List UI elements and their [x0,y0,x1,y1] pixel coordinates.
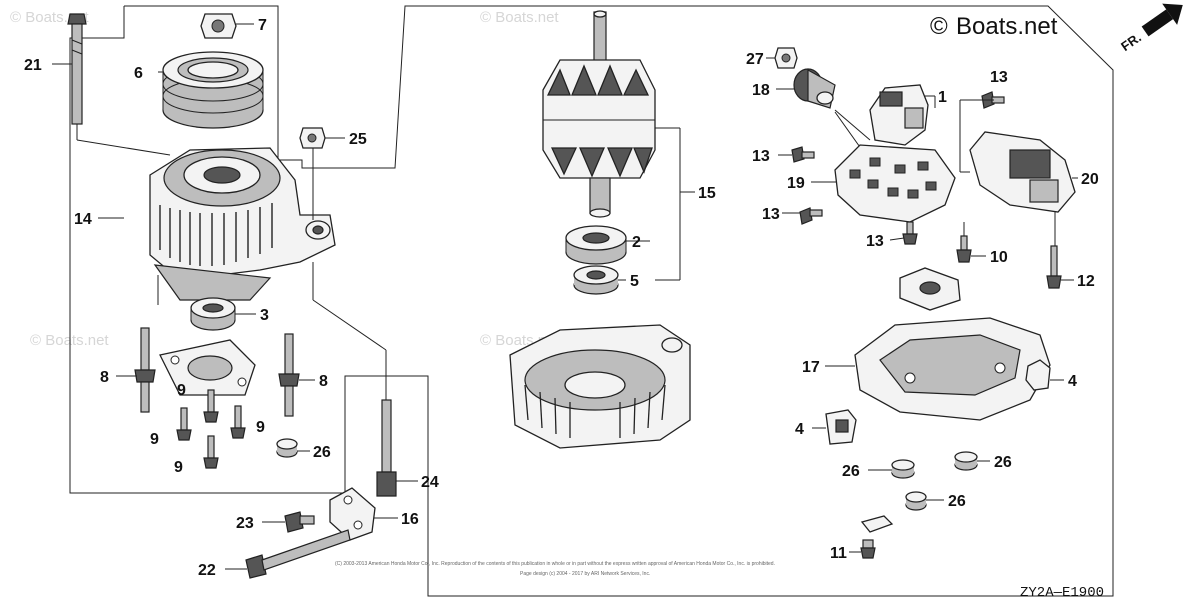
callout-26: 26 [948,493,966,510]
callout-9: 9 [177,382,186,399]
insulator-4-right [1025,359,1051,391]
screws-9 [176,389,246,469]
screw-10 [956,235,972,263]
callout-26: 26 [842,463,860,480]
rear-cover-17 [854,317,1051,421]
callout-9: 9 [150,431,159,448]
regulator-20 [969,131,1076,213]
callout-19: 19 [787,175,805,192]
copyright-line: (C) 2003-2013 American Honda Motor Co., … [335,561,775,567]
callout-9: 9 [174,459,183,476]
rear-housing [509,324,691,449]
rectifier-19 [834,144,956,223]
callout-12: 12 [1077,273,1095,290]
screw-11 [860,539,876,559]
mounting-plate [159,339,256,396]
callout-6: 6 [134,65,143,82]
screw-12 [1046,245,1062,289]
callout-4-right: 4 [1068,373,1077,390]
callout-16: 16 [401,511,419,528]
callout-2: 2 [632,234,641,251]
callout-13: 13 [990,69,1008,86]
nuts-26-right [891,451,978,511]
callout-5: 5 [630,273,639,290]
nut-26-left [276,438,298,458]
front-direction-arrow-icon: FR. [1118,3,1183,54]
callout-4-left: 4 [795,421,804,438]
bearing-3 [190,297,236,331]
terminal-18 [793,68,836,109]
callout-13: 13 [762,206,780,223]
right-assembly [774,47,1076,559]
callout-8-right: 8 [319,373,328,390]
callout-26-left: 26 [313,444,331,461]
callout-numbers: 7 21 6 25 14 3 8 8 9 9 9 9 26 24 16 23 2… [24,17,1099,579]
brush-holder-1 [834,84,929,151]
plate-16 [329,487,376,541]
watermarks: © Boats.net © Boats.net © Boats.net © Bo… [10,9,1009,349]
cover-block [899,267,961,311]
callout-7: 7 [258,17,267,34]
watermark-text: © Boats.net [480,9,559,26]
small-screws-13 [791,91,1005,245]
front-direction-label: FR. [1118,30,1144,54]
copyright-line: Page design (c) 2004 - 2017 by ARI Netwo… [520,571,650,577]
stud-8-left [134,327,156,413]
nut-25 [299,127,326,149]
callout-22: 22 [198,562,216,579]
nut-27 [774,47,798,69]
callout-23: 23 [236,515,254,532]
left-assembly [67,13,397,579]
long-bolt-21 [67,13,87,125]
bolt-22 [245,529,351,579]
callout-24: 24 [421,474,439,491]
nut-7 [200,13,237,39]
pulley-6 [162,51,264,129]
callout-11: 11 [830,545,847,562]
brand-name: Boats.net [956,13,1058,40]
callout-14: 14 [74,211,92,228]
brand-logo: © Boats.net [930,13,1058,40]
group-frames [69,5,1114,597]
callout-20: 20 [1081,171,1099,188]
callout-8-left: 8 [100,369,109,386]
callout-15: 15 [698,185,716,202]
callout-10: 10 [990,249,1008,266]
callout-21: 21 [24,57,42,74]
diagram-code: ZY2A—E1900 [1020,585,1104,599]
callout-3: 3 [260,307,269,324]
bolt-23 [284,511,315,533]
brand-copyright-symbol: © [930,13,948,40]
callout-9: 9 [256,419,265,436]
callout-17: 17 [802,359,820,376]
stud-8-right [278,333,300,417]
callout-26: 26 [994,454,1012,471]
callout-13: 13 [752,148,770,165]
callout-13: 13 [866,233,884,250]
callout-1: 1 [938,89,947,106]
callout-25: 25 [349,131,367,148]
rotor-15 [542,10,656,218]
rotor-assembly [509,10,691,449]
insulator-4-left [825,409,857,445]
callout-18: 18 [752,82,770,99]
bolt-24 [376,399,397,497]
leader-lines [52,23,1078,570]
bearing-2 [565,225,627,265]
callout-27: 27 [746,51,764,68]
front-housing-14 [149,147,336,305]
clip-part [860,515,894,533]
collar-5 [573,265,619,295]
